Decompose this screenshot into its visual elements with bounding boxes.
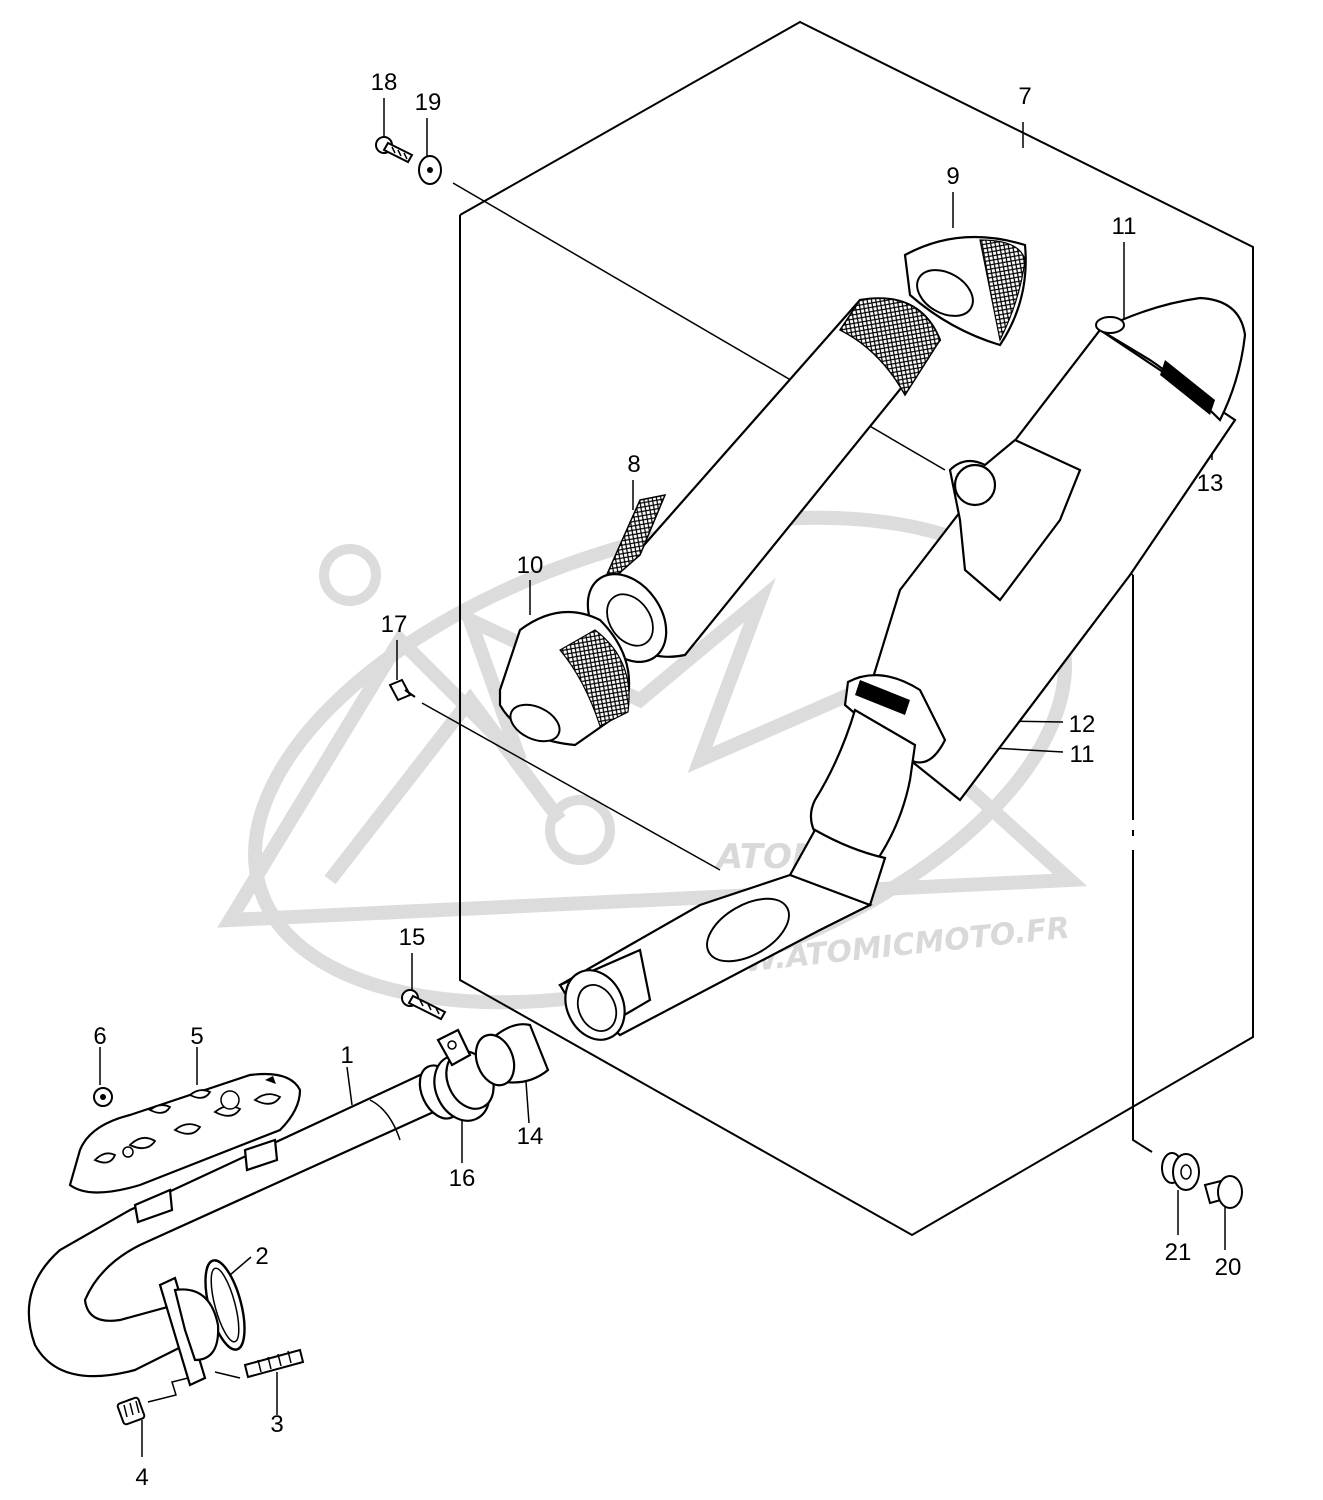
- label-14: 14: [517, 1123, 544, 1150]
- label-2: 2: [255, 1243, 268, 1270]
- label-17: 17: [381, 611, 408, 638]
- label-19: 19: [415, 89, 442, 116]
- washer-19: [418, 155, 442, 185]
- grommet-21: [1161, 1152, 1200, 1191]
- assembly-box: [459, 20, 1254, 1237]
- bolt-17: [388, 678, 416, 702]
- label-15: 15: [399, 924, 426, 951]
- label-13: 13: [1197, 470, 1224, 497]
- label-3: 3: [270, 1411, 283, 1438]
- label-11-top: 11: [1112, 213, 1137, 240]
- label-5: 5: [190, 1023, 203, 1050]
- part-labels: 1 2 3 4 5 6 7 8 9 10 11 11 12 13 14 15 1…: [93, 69, 1241, 1491]
- label-7: 7: [1018, 83, 1031, 110]
- label-6: 6: [93, 1023, 106, 1050]
- dashed-connector-3: [214, 1371, 241, 1379]
- joint-14: [474, 1023, 550, 1087]
- label-9: 9: [946, 163, 959, 190]
- bolt-18: [375, 136, 414, 164]
- label-8: 8: [627, 451, 640, 478]
- label-4: 4: [135, 1464, 148, 1491]
- label-1: 1: [340, 1042, 353, 1069]
- label-18: 18: [371, 69, 398, 96]
- exhaust-pipe: [27, 1064, 462, 1387]
- label-20: 20: [1215, 1254, 1242, 1281]
- muffler-body: [558, 296, 1247, 1041]
- label-12: 12: [1069, 711, 1096, 738]
- collar-20: [1203, 1175, 1243, 1209]
- nut-6: [93, 1087, 113, 1107]
- heat-shield: [68, 1072, 302, 1194]
- dashed-connector-4: [147, 1374, 201, 1403]
- label-11-bottom: 11: [1070, 741, 1095, 768]
- nut-4: [116, 1396, 146, 1426]
- label-10: 10: [517, 552, 544, 579]
- label-16: 16: [449, 1165, 476, 1192]
- label-21: 21: [1165, 1239, 1192, 1266]
- stud-3: [243, 1348, 305, 1379]
- bolt-15: [401, 989, 447, 1021]
- silencer-parts: [498, 235, 1027, 747]
